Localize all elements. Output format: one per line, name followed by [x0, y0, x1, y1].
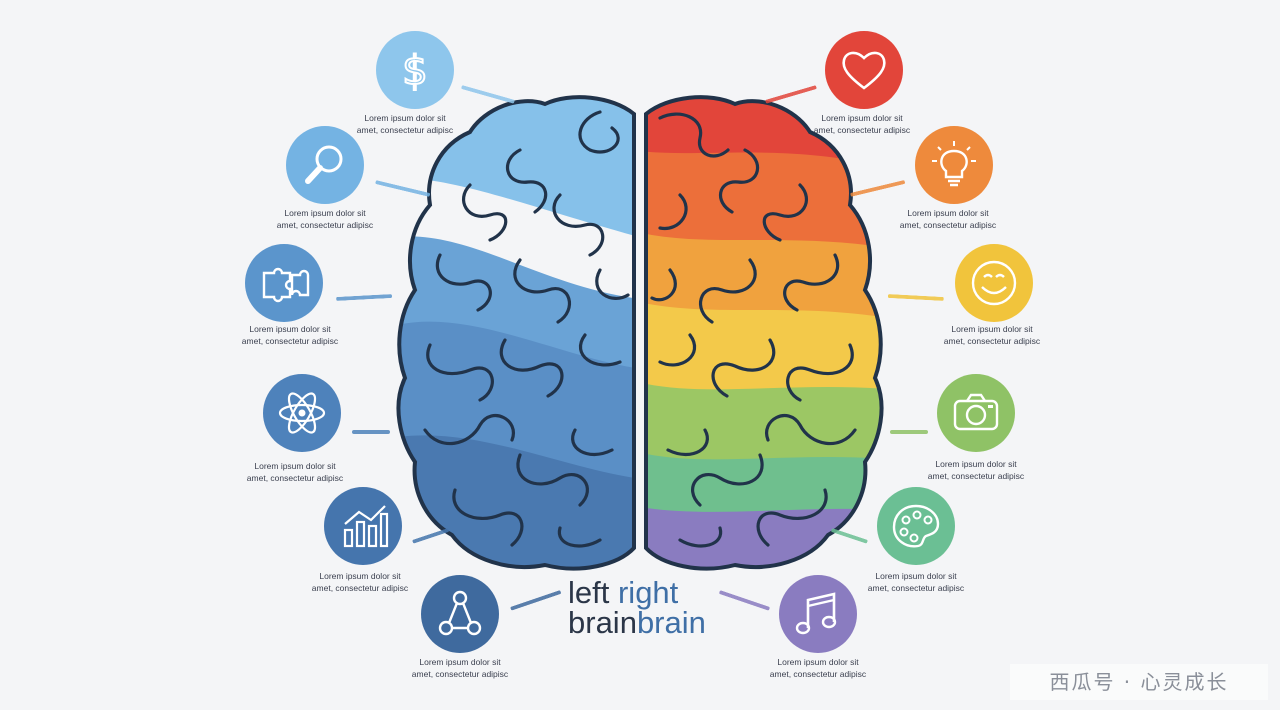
right-feature-caption: Lorem ipsum dolor sit amet, consectetur a…: [863, 207, 1033, 231]
puzzle-icon: [262, 267, 310, 303]
left-feature-caption: Lorem ipsum dolor sit amet, consectetur a…: [210, 460, 380, 484]
caption-line-2: amet, consectetur adipisc: [943, 336, 1041, 346]
right-feature-circle: [825, 31, 903, 109]
right-feature-caption: Lorem ipsum dolor sit amet, consectetur a…: [891, 458, 1061, 482]
caption-line-1: Lorem ipsum dolor sit: [419, 657, 501, 667]
caption-line-2: amet, consectetur adipisc: [927, 471, 1025, 481]
caption-line-1: Lorem ipsum dolor sit: [821, 113, 903, 123]
right-connector-line: [890, 430, 928, 434]
caption-line-1: Lorem ipsum dolor sit: [284, 208, 366, 218]
left-feature-circle: [286, 126, 364, 204]
left-hemisphere: [398, 97, 634, 569]
camera-icon: [953, 393, 999, 431]
right-feature-caption: Lorem ipsum dolor sit amet, consectetur a…: [777, 112, 947, 136]
svg-text:$: $: [402, 48, 427, 94]
smiley-icon: [971, 260, 1017, 306]
right-gyri: [650, 112, 857, 548]
right-feature-circle: [779, 575, 857, 653]
left-feature-circle: [245, 244, 323, 322]
heart-icon: [842, 51, 886, 90]
palette-icon: [892, 504, 940, 548]
caption-line-2: amet, consectetur adipisc: [899, 220, 997, 230]
right-feature-caption: Lorem ipsum dolor sit amet, consectetur a…: [831, 570, 1001, 594]
left-connector-line: [352, 430, 390, 434]
right-feature-circle: [915, 126, 993, 204]
caption-line-2: amet, consectetur adipisc: [311, 583, 409, 593]
lightbulb-icon: [932, 141, 976, 187]
left-feature-circle: $: [376, 31, 454, 109]
left-feature-circle: [421, 575, 499, 653]
music-note-icon: [795, 592, 837, 635]
caption-line-1: Lorem ipsum dolor sit: [364, 113, 446, 123]
left-feature-caption: Lorem ipsum dolor sit amet, consectetur a…: [240, 207, 410, 231]
caption-line-1: Lorem ipsum dolor sit: [907, 208, 989, 218]
right-feature-circle: [937, 374, 1015, 452]
caption-line-1: Lorem ipsum dolor sit: [777, 657, 859, 667]
right-feature-circle: [955, 244, 1033, 322]
title-brain-left: brain: [568, 605, 637, 640]
brand-title: left right brainbrain: [568, 575, 706, 640]
caption-line-2: amet, consectetur adipisc: [411, 669, 509, 679]
bar-chart-icon: [343, 505, 389, 548]
caption-line-1: Lorem ipsum dolor sit: [254, 461, 336, 471]
caption-line-1: Lorem ipsum dolor sit: [319, 571, 401, 581]
left-feature-caption: Lorem ipsum dolor sit amet, consectetur a…: [205, 323, 375, 347]
caption-line-2: amet, consectetur adipisc: [769, 669, 867, 679]
right-feature-circle: [877, 487, 955, 565]
dollar-icon: $: [401, 47, 428, 95]
left-feature-caption: Lorem ipsum dolor sit amet, consectetur a…: [320, 112, 490, 136]
caption-line-1: Lorem ipsum dolor sit: [875, 571, 957, 581]
left-feature-caption: Lorem ipsum dolor sit amet, consectetur a…: [275, 570, 445, 594]
caption-line-1: Lorem ipsum dolor sit: [249, 324, 331, 334]
caption-line-2: amet, consectetur adipisc: [867, 583, 965, 593]
left-feature-caption: Lorem ipsum dolor sit amet, consectetur a…: [375, 656, 545, 680]
right-feature-caption: Lorem ipsum dolor sit amet, consectetur a…: [733, 656, 903, 680]
right-feature-caption: Lorem ipsum dolor sit amet, consectetur a…: [907, 323, 1077, 347]
title-left-word: left: [568, 575, 610, 610]
title-right-word: right: [617, 575, 679, 610]
right-hemisphere: [646, 97, 882, 569]
caption-line-2: amet, consectetur adipisc: [246, 473, 344, 483]
left-gyri: [423, 110, 630, 548]
atom-icon: [278, 392, 326, 434]
magnifier-icon: [305, 145, 343, 184]
title-brain-right: brain: [636, 605, 706, 640]
watermark: 西瓜号 · 心灵成长: [1010, 664, 1268, 700]
left-feature-circle: [324, 487, 402, 565]
caption-line-2: amet, consectetur adipisc: [813, 125, 911, 135]
caption-line-2: amet, consectetur adipisc: [276, 220, 374, 230]
caption-line-2: amet, consectetur adipisc: [241, 336, 339, 346]
caption-line-1: Lorem ipsum dolor sit: [951, 324, 1033, 334]
caption-line-1: Lorem ipsum dolor sit: [935, 459, 1017, 469]
caption-line-2: amet, consectetur adipisc: [356, 125, 454, 135]
left-feature-circle: [263, 374, 341, 452]
network-icon: [438, 590, 482, 636]
